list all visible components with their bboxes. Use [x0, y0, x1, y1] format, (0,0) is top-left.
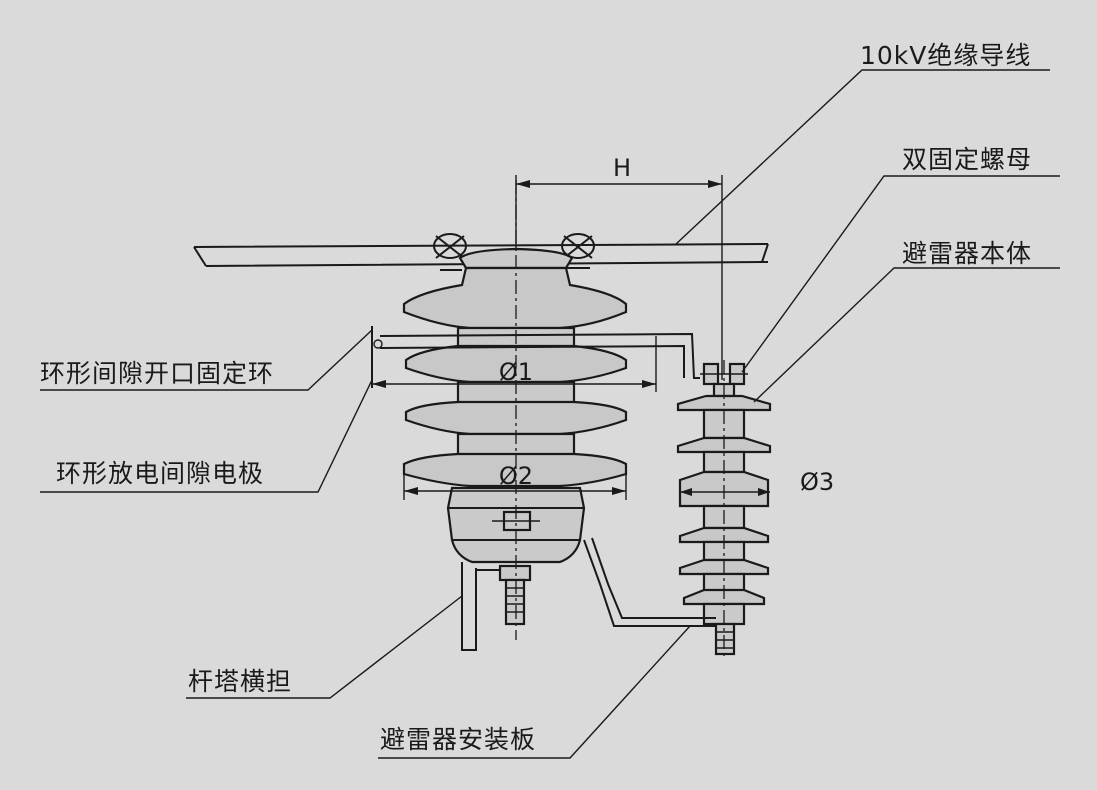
- label-double-nut: 双固定螺母: [902, 145, 1032, 174]
- gap-bracket: [371, 326, 700, 388]
- dimension-d1-label: Ø1: [499, 358, 533, 386]
- label-insulated-conductor: 10kV绝缘导线: [860, 41, 1031, 70]
- dimension-d1: Ø1: [372, 336, 657, 392]
- dimension-d3: Ø3: [680, 468, 834, 496]
- label-pole-crossarm: 杆塔横担: [188, 667, 292, 696]
- label-arrester-mount-plate: 避雷器安装板: [380, 725, 536, 754]
- arrester-mount-plate: [583, 537, 716, 627]
- dimension-d2: Ø2: [403, 462, 627, 500]
- leader-lines: [40, 69, 1060, 759]
- post-insulator: [402, 247, 628, 651]
- dimension-d2-label: Ø2: [499, 462, 533, 490]
- label-ring-discharge-electrode: 环形放电间隙电极: [56, 459, 264, 488]
- dimension-h: H: [515, 154, 723, 380]
- label-ring-gap-fixing-ring: 环形间隙开口固定环: [40, 359, 274, 388]
- dimension-d3-label: Ø3: [800, 468, 834, 496]
- label-arrester-body: 避雷器本体: [902, 239, 1032, 268]
- surge-arrester: [676, 360, 772, 660]
- dimension-h-label: H: [613, 154, 631, 182]
